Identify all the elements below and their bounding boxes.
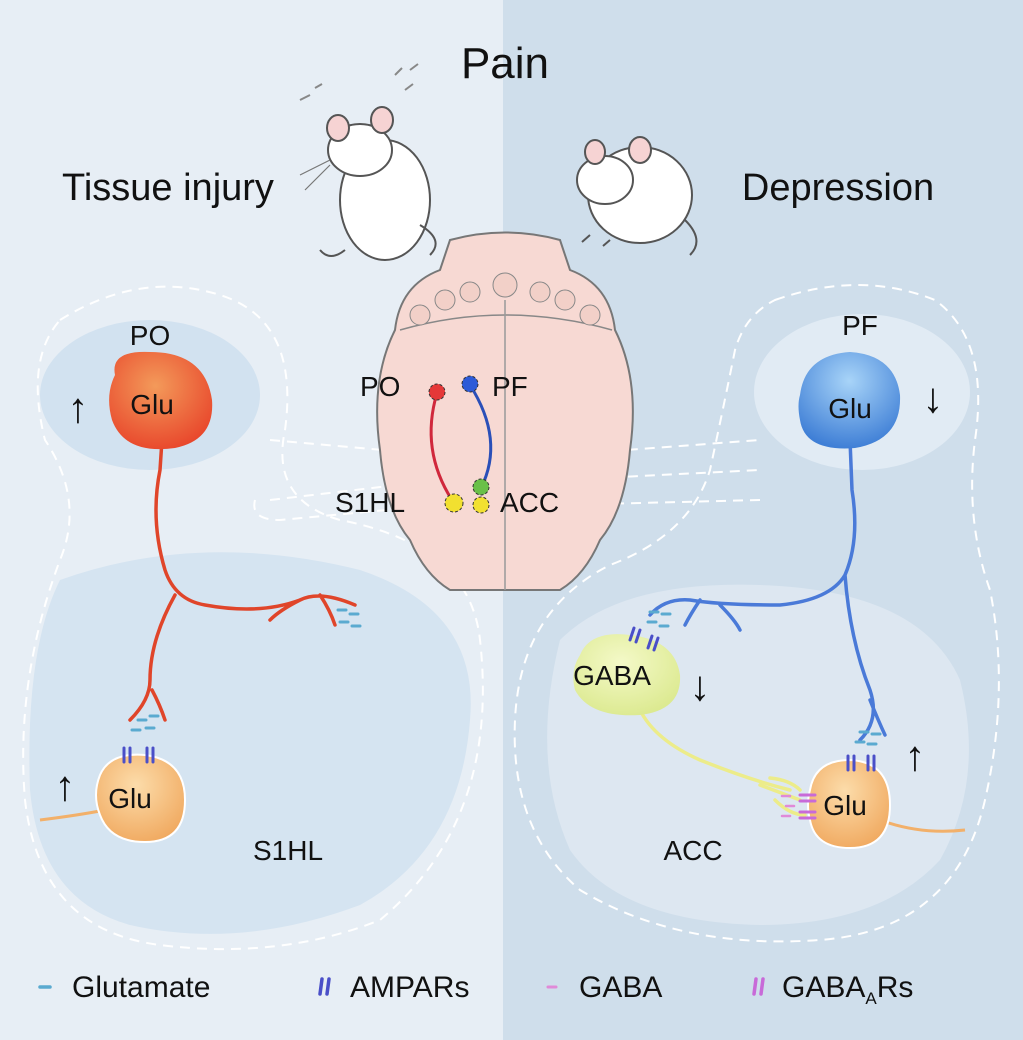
po-region-label: PO bbox=[130, 320, 170, 351]
gaba-neuron-label: GABA bbox=[573, 660, 651, 691]
right-glutamate-cluster-glu bbox=[854, 730, 882, 746]
pf-neuron-label: Glu bbox=[828, 393, 872, 424]
brain-label-s1hl: S1HL bbox=[335, 487, 405, 518]
pf-region-label: PF bbox=[842, 310, 878, 341]
right-heading: Depression bbox=[742, 167, 934, 209]
right-ampar-receptors-gaba bbox=[628, 626, 660, 652]
right-glutamate-cluster-gaba bbox=[646, 610, 672, 628]
legend-gabaars-sub: A bbox=[865, 989, 877, 1008]
brain-label-po: PO bbox=[360, 371, 400, 402]
brain-label-pf: PF bbox=[492, 371, 528, 402]
gaba-axon bbox=[638, 708, 807, 817]
gaba-down-arrow: ↓ bbox=[690, 662, 711, 709]
legend-gabaars-main: GABA bbox=[782, 971, 865, 1004]
po-neuron-body bbox=[109, 351, 213, 450]
gaba-neuron-body bbox=[573, 634, 681, 716]
right-gaba-transmitter-cluster bbox=[780, 794, 796, 818]
acc-up-arrow: ↑ bbox=[905, 732, 926, 779]
left-outer-dashed-boundary bbox=[22, 285, 484, 951]
s1hl-up-arrow: ↑ bbox=[55, 762, 76, 809]
left-glutamate-cluster-bottom bbox=[130, 714, 160, 732]
legend-gabaars-suffix: Rs bbox=[877, 971, 914, 1004]
legend-ampars-symbol bbox=[318, 977, 331, 996]
mouse-brain bbox=[376, 231, 634, 591]
s1hl-neuron-body bbox=[95, 753, 187, 844]
brain-pf-node bbox=[461, 375, 479, 393]
pf-axon bbox=[648, 438, 887, 742]
title: Pain bbox=[461, 39, 549, 88]
right-gabaar-receptors bbox=[798, 793, 817, 820]
legend-glutamate-label: Glutamate bbox=[72, 971, 210, 1004]
left-heading: Tissue injury bbox=[62, 167, 274, 209]
brain-label-acc: ACC bbox=[500, 487, 559, 518]
acc-neuron-label: Glu bbox=[823, 790, 867, 821]
legend-gaba-label: GABA bbox=[579, 971, 662, 1004]
depressed-mouse-illustration bbox=[576, 136, 698, 256]
brain-acc-node-green bbox=[472, 478, 490, 496]
left-glutamate-cluster-top bbox=[336, 608, 362, 628]
po-to-s1hl-pathway bbox=[429, 392, 454, 501]
pf-down-arrow: ↓ bbox=[923, 374, 944, 421]
legend-gabaars-symbol bbox=[752, 977, 765, 996]
po-neuron-label: Glu bbox=[130, 389, 174, 420]
acc-region-label: ACC bbox=[663, 835, 722, 866]
legend-ampars-label: AMPARs bbox=[350, 971, 469, 1004]
brain-acc-node-yellow bbox=[472, 496, 490, 514]
pf-to-acc-pathway bbox=[468, 384, 493, 489]
po-up-arrow: ↑ bbox=[68, 384, 89, 431]
po-axon bbox=[128, 438, 357, 722]
pf-neuron-body bbox=[798, 352, 901, 449]
brain-s1hl-node bbox=[444, 493, 464, 513]
right-outer-dashed-boundary bbox=[513, 284, 1000, 943]
legend: Glutamate AMPARs GABA GABAARs bbox=[38, 971, 913, 1008]
s1hl-neuron-label: Glu bbox=[108, 783, 152, 814]
s1hl-region-label: S1HL bbox=[253, 835, 323, 866]
mouse-in-pain-illustration bbox=[299, 63, 437, 261]
legend-gabaars-label: GABAARs bbox=[782, 971, 913, 1008]
brain-po-node bbox=[428, 383, 446, 401]
left-ampar-receptors bbox=[122, 746, 155, 764]
right-ampar-receptors-glu bbox=[846, 754, 876, 772]
